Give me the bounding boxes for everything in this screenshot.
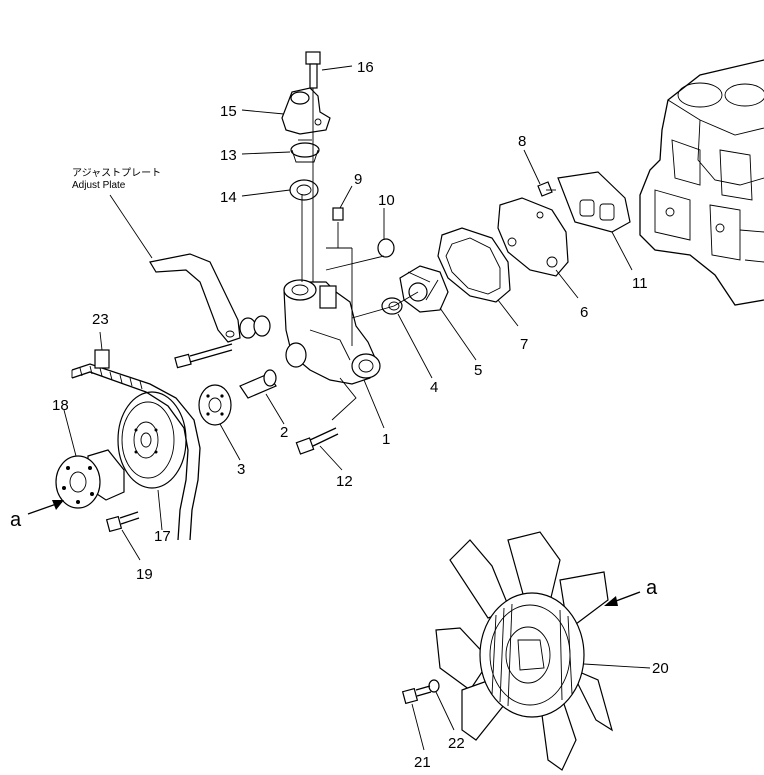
cover-6	[497, 197, 569, 277]
callout-13: 13	[220, 147, 237, 164]
seal-14	[289, 179, 319, 201]
bolt-12	[295, 427, 339, 455]
callout-7: 7	[520, 336, 528, 353]
callout-1: 1	[382, 431, 390, 448]
bolt-8	[537, 181, 553, 197]
callout-19: 19	[136, 566, 153, 583]
plug-9	[332, 207, 344, 221]
callout-21: 21	[414, 754, 431, 771]
callout-5: 5	[474, 362, 482, 379]
callout-3: 3	[237, 461, 245, 478]
assembly-guide-lines	[301, 88, 556, 421]
thermostat-cover-15	[281, 87, 331, 135]
thermostat-13	[290, 139, 320, 163]
view-arrow-left	[27, 500, 64, 515]
seal-4	[381, 297, 403, 315]
view-arrow-right	[604, 591, 641, 606]
shaft-2	[239, 369, 277, 399]
adjust-bolt	[174, 343, 233, 369]
adjust-plate-label-en: Adjust Plate	[72, 180, 126, 191]
pulley-17	[117, 391, 187, 489]
callout-12: 12	[336, 473, 353, 490]
fan-spacer-18	[55, 449, 125, 509]
o-ring-10	[377, 238, 395, 258]
callout-6: 6	[580, 304, 588, 321]
callout-leaders	[63, 65, 651, 751]
callout-2: 2	[280, 424, 288, 441]
callout-15: 15	[220, 103, 237, 120]
bolt-19	[105, 511, 140, 533]
callout-17: 17	[154, 528, 171, 545]
engine-block	[639, 59, 764, 306]
adjust-plate	[149, 253, 241, 343]
callout-23: 23	[92, 311, 109, 328]
gasket-11	[557, 171, 631, 233]
spacer	[239, 315, 271, 339]
hub-3	[198, 384, 232, 426]
washer-22	[428, 679, 440, 693]
adjust-plate-label-jp: アジャストプレート	[72, 167, 161, 179]
callout-22: 22	[448, 735, 465, 752]
impeller-5	[399, 265, 449, 313]
callout-11: 11	[632, 275, 648, 292]
view-label-right: a	[646, 577, 658, 599]
callout-16: 16	[357, 59, 374, 76]
gasket-7	[437, 227, 511, 303]
callout-9: 9	[354, 171, 362, 188]
callout-10: 10	[378, 192, 395, 209]
v-belt-23	[71, 349, 201, 541]
callout-4: 4	[430, 379, 438, 396]
view-label-left: a	[10, 509, 22, 531]
callout-14: 14	[220, 189, 237, 206]
bolt-16	[305, 51, 321, 89]
callout-18: 18	[52, 397, 69, 414]
callout-20: 20	[652, 660, 669, 677]
callout-8: 8	[518, 133, 526, 150]
water-pump-body-1	[283, 279, 381, 385]
fan-20	[435, 531, 613, 771]
bolt-21	[401, 685, 432, 705]
